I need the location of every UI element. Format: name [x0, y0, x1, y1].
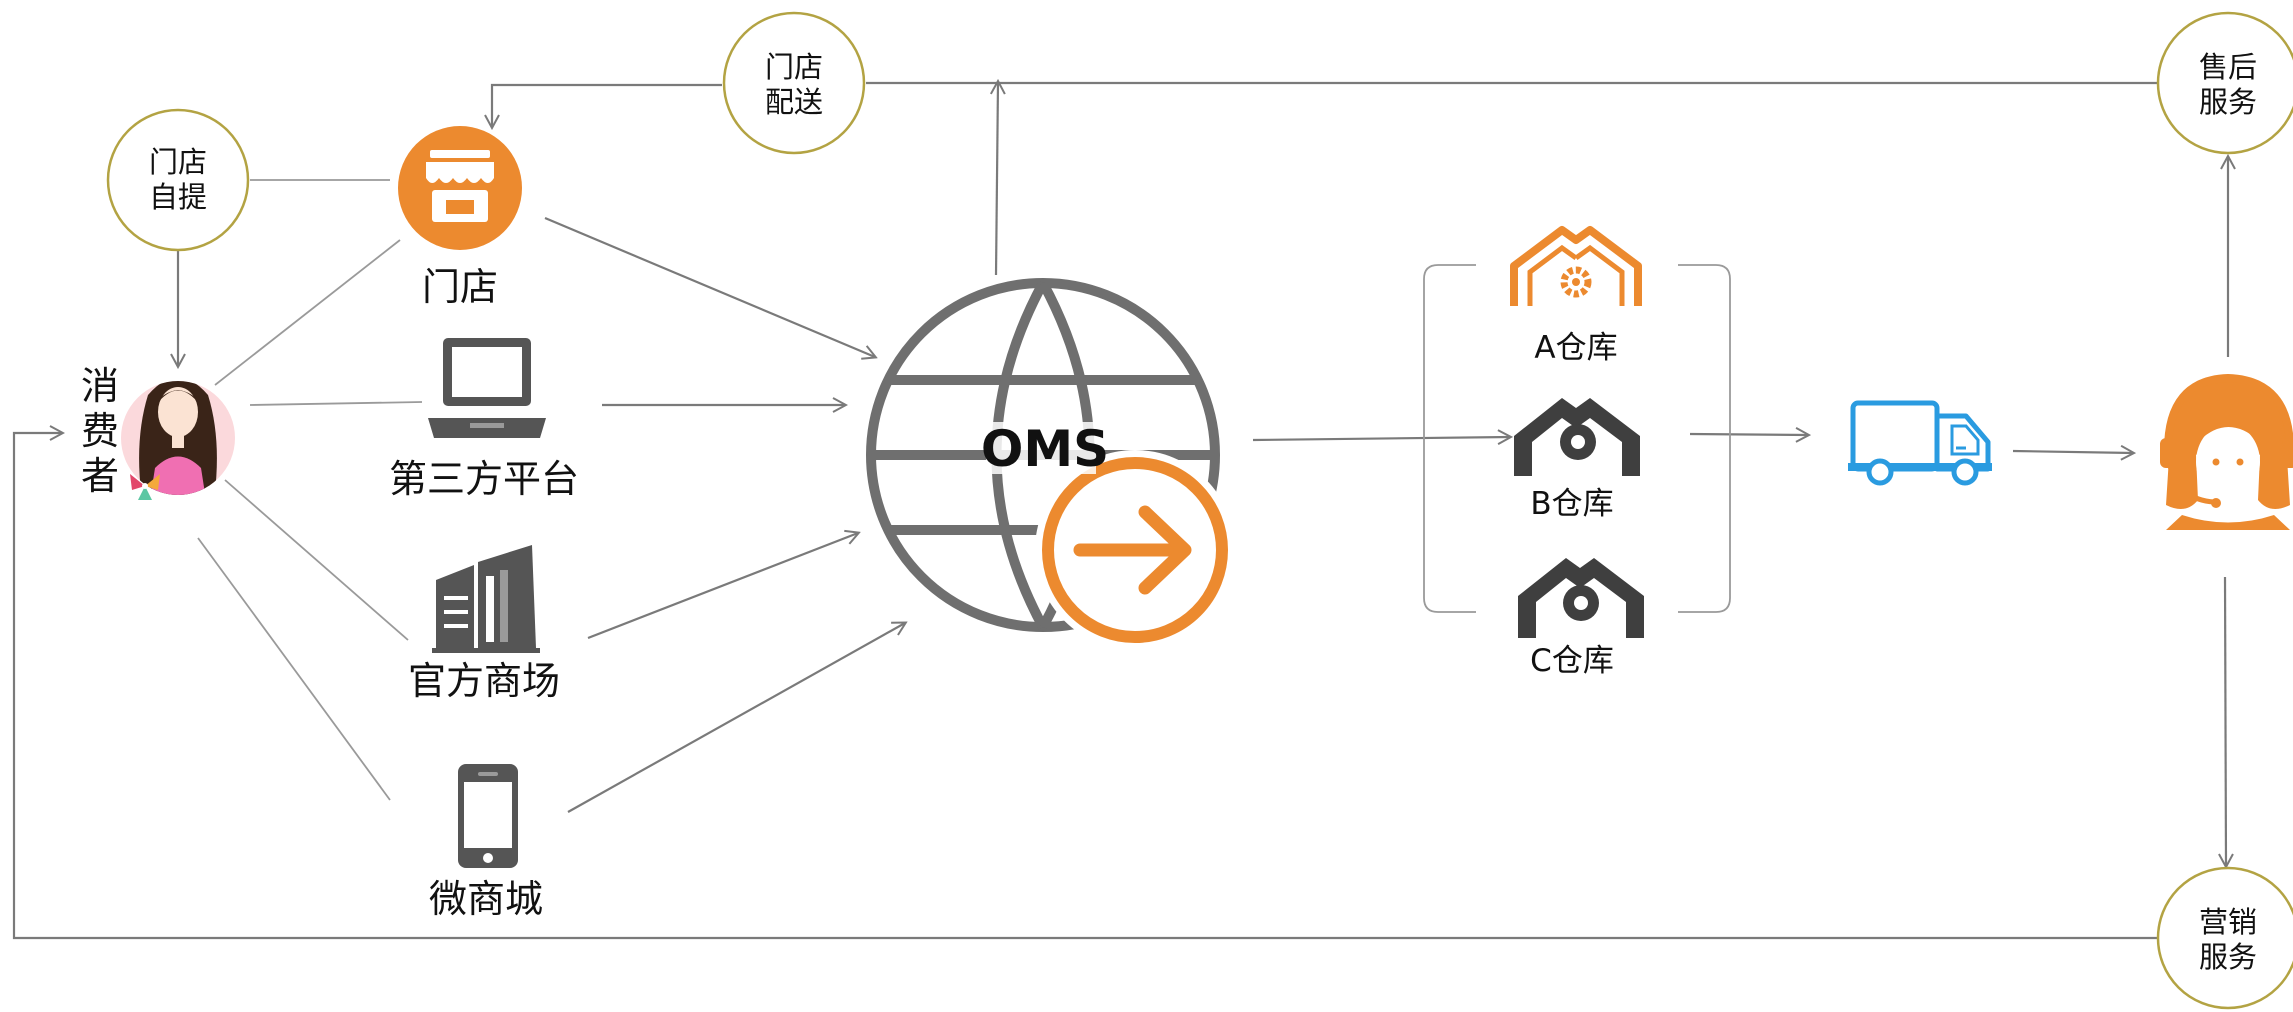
store-delivery-circle: 门店 配送	[722, 11, 866, 155]
consumer: 消 费 者	[81, 364, 235, 500]
oms-label: OMS	[981, 420, 1109, 478]
pinwheel-icon	[130, 474, 160, 500]
service-marketing-arrow	[2225, 576, 2226, 866]
consumer-platform-line	[249, 401, 423, 406]
consumer-micro-line	[197, 537, 391, 801]
connectors	[12, 82, 2228, 940]
store-label: 门店	[422, 265, 498, 309]
warehouse-truck-arrow	[1689, 434, 1808, 435]
mall-oms-arrow	[587, 533, 858, 640]
store-delivery-line2: 配送	[765, 85, 823, 119]
warehouse-a-label: A仓库	[1534, 330, 1617, 366]
customer-service-icon	[2160, 373, 2293, 530]
truck-icon	[1848, 400, 1992, 486]
consumer-label-2: 费	[81, 409, 119, 453]
warehouse-a: A仓库	[1510, 226, 1642, 366]
laptop-icon	[428, 338, 546, 438]
storefront-icon	[398, 126, 522, 250]
oms-warehouse-arrow	[1252, 437, 1510, 440]
warehouse-gear-icon	[1510, 226, 1642, 306]
truck-service-arrow	[2012, 451, 2133, 453]
after-sales-line2: 服务	[2199, 85, 2257, 119]
feedback-loop-arrow	[12, 433, 2160, 940]
third-party-node: 第三方平台	[389, 338, 579, 501]
store-node: 门店	[398, 126, 522, 309]
store-delivery-line1: 门店	[765, 50, 823, 84]
marketing-line2: 服务	[2199, 940, 2257, 974]
micro-oms-arrow	[567, 623, 905, 813]
consumer-label-3: 者	[81, 454, 119, 498]
warehouse-c: C仓库	[1518, 558, 1644, 679]
micro-mall-label: 微商城	[429, 877, 543, 921]
warehouse-b-label: B仓库	[1530, 486, 1613, 522]
warehouse-bracket-right	[1678, 264, 1731, 613]
marketing-line1: 营销	[2199, 905, 2257, 939]
store-pickup-line2: 自提	[149, 180, 207, 214]
phone-icon	[458, 764, 518, 868]
store-oms-arrow	[544, 216, 875, 357]
after-sales-circle: 售后 服务	[2156, 11, 2293, 155]
official-mall-label: 官方商场	[408, 659, 560, 703]
warehouse-gear-icon	[1518, 558, 1644, 638]
consumer-store-line	[214, 239, 401, 386]
consumer-label-1: 消	[81, 364, 119, 408]
delivery-store-arrow	[492, 83, 722, 127]
warehouse-c-label: C仓库	[1530, 643, 1614, 679]
consumer-mall-line	[224, 479, 409, 641]
third-party-label: 第三方平台	[389, 457, 579, 501]
warehouse-gear-icon	[1514, 398, 1640, 476]
after-sales-line1: 售后	[2199, 50, 2257, 84]
official-mall-node: 官方商场	[408, 545, 560, 703]
consumer-avatar	[121, 381, 235, 500]
oms-up-arrow	[996, 82, 998, 276]
building-icon	[432, 545, 540, 653]
oms-node: OMS	[866, 278, 1235, 650]
warehouse-b: B仓库	[1514, 398, 1640, 522]
store-pickup-circle: 门店 自提	[106, 108, 250, 252]
micro-mall-node: 微商城	[429, 764, 543, 921]
marketing-circle: 营销 服务	[2156, 866, 2293, 1010]
warehouse-bracket-left	[1423, 264, 1476, 613]
store-pickup-line1: 门店	[149, 145, 207, 179]
